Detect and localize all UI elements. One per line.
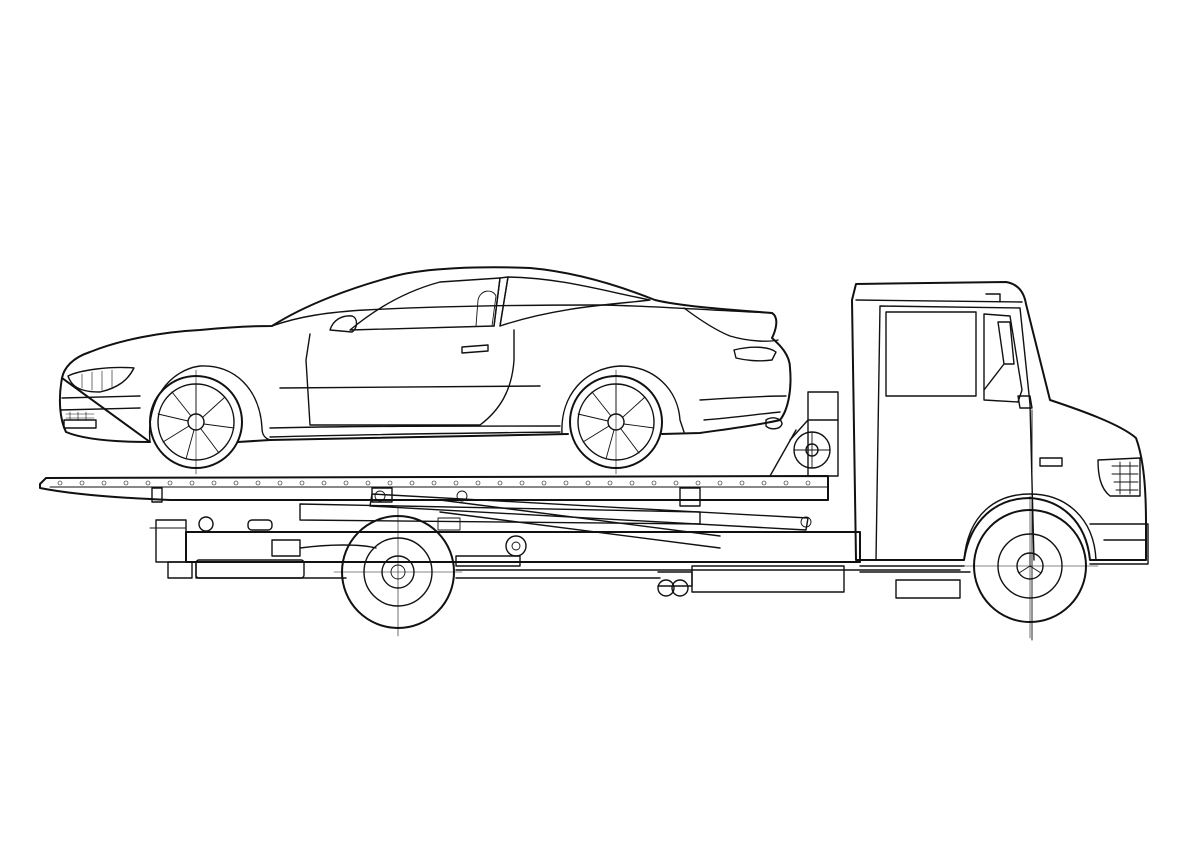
cab-front-wheel-arch <box>964 494 1096 560</box>
cab-door-handle <box>1018 396 1032 408</box>
tilt-cylinder <box>370 494 808 530</box>
car-side-trim <box>280 386 540 388</box>
car-exhaust <box>766 418 782 429</box>
car-door-outline <box>306 330 514 425</box>
car-rocker-panel <box>270 426 560 437</box>
front-suspension <box>860 572 970 598</box>
car-trunk-edge <box>684 308 778 341</box>
chassis-frame-rail <box>186 532 860 562</box>
cab-grille <box>1112 462 1138 494</box>
car-headlight-detail <box>82 370 112 390</box>
tilt-mechanism <box>300 491 811 548</box>
car-headlight <box>68 367 134 392</box>
cab-front-bumper <box>1090 524 1148 564</box>
rear-suspension <box>272 536 526 566</box>
wheel-centerlines <box>196 370 1098 638</box>
cab-door-outline <box>876 306 1034 560</box>
car-door-handle <box>462 345 488 353</box>
cab-side-window <box>886 312 976 396</box>
fuel-tank <box>196 560 304 578</box>
cab-roof-visor <box>856 294 1022 302</box>
tilt-pivots <box>375 491 811 530</box>
flatbed-deck <box>40 476 828 500</box>
car-rear-wheel-arch <box>562 366 684 434</box>
exhaust-pipe <box>658 572 692 596</box>
cab-outline <box>852 282 1146 560</box>
car-rear-bumper <box>700 396 786 420</box>
cab-step <box>860 560 964 566</box>
tilt-arm-lower <box>440 500 720 548</box>
chassis-lower-rail <box>196 562 960 578</box>
cab-badge <box>1040 458 1062 466</box>
car-window-rear <box>500 277 650 326</box>
coupe-car <box>60 267 791 468</box>
flatbed-rivets <box>58 481 810 485</box>
car-seat <box>476 291 496 326</box>
car-taillight <box>734 347 776 361</box>
cab-headlight <box>1098 458 1140 496</box>
car-front-bumper <box>60 396 140 428</box>
car-grille <box>66 412 94 420</box>
car-window-front <box>350 278 500 330</box>
rear-underride-bar <box>150 517 272 578</box>
winch-assembly <box>770 392 838 476</box>
car-body-outline <box>60 267 791 442</box>
cab-mirror-arm <box>984 322 1014 390</box>
truck-chassis <box>150 517 970 598</box>
car-mirror <box>330 316 357 332</box>
truck-cab <box>852 282 1148 640</box>
tilt-arm-upper <box>300 504 700 524</box>
car-b-pillar <box>494 277 508 326</box>
